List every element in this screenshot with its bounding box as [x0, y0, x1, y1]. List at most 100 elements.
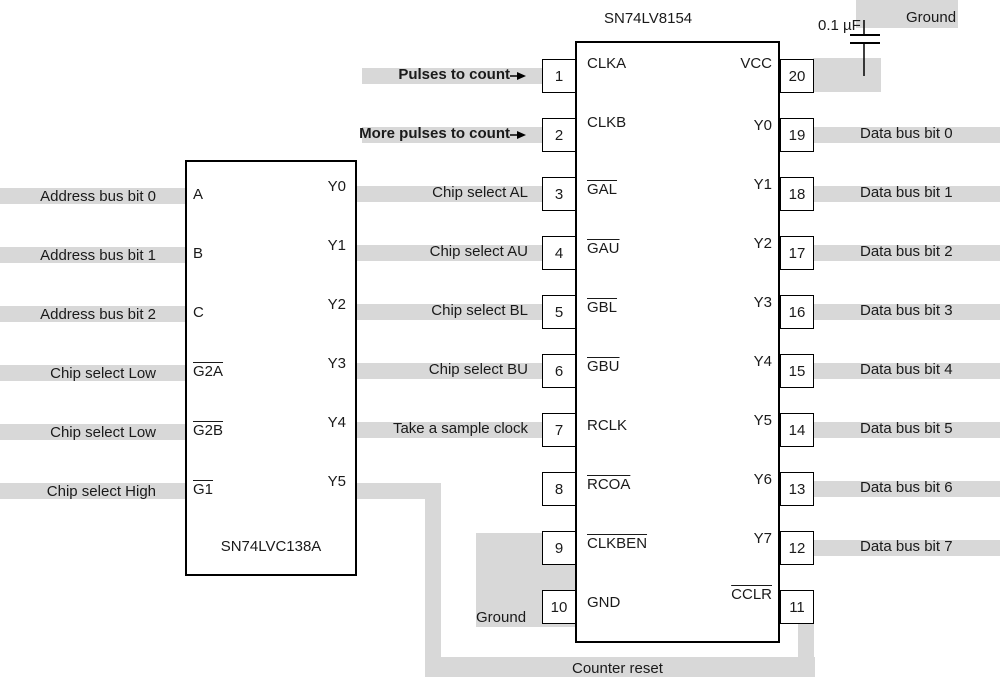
- decoder-input-signal-label: Chip select High: [46, 483, 156, 500]
- counter-pin-name: CLKA: [587, 55, 627, 72]
- ground-label: Ground: [476, 609, 527, 626]
- counter-pin-name: CLKB: [587, 114, 627, 131]
- decoder-output-name: Y2: [327, 296, 346, 313]
- counter-pin-name: RCOA: [587, 476, 631, 493]
- counter-input-signal-label: Chip select BL: [431, 302, 528, 319]
- chip-select-wire: [357, 186, 543, 202]
- counter-reset-wire: [357, 483, 441, 499]
- data-bus-wire: [813, 363, 1000, 379]
- counter-pin-name: GBU: [587, 358, 620, 375]
- data-bus-signal-label: Data bus bit 4: [860, 361, 953, 378]
- decoder-input-wire: [0, 424, 186, 440]
- decoder-input-wire: [0, 247, 186, 263]
- data-bus-signal-label: Data bus bit 3: [860, 302, 953, 319]
- counter-pin-number-box: 2: [542, 118, 576, 152]
- counter-pin-name: RCLK: [587, 417, 628, 434]
- signal-arrow-head: [517, 72, 526, 80]
- decoder-input-wire: [0, 306, 186, 322]
- counter-pin-name: Y0: [753, 117, 772, 134]
- data-bus-wire: [813, 245, 1000, 261]
- decoder-input-signal-label: Chip select Low: [50, 365, 156, 382]
- counter-pin-number-box: 16: [780, 295, 814, 329]
- decoder-input-wire: [0, 483, 186, 499]
- counter-pin-number-box: 19: [780, 118, 814, 152]
- chip-select-wire: [357, 304, 543, 320]
- counter-pin-name: Y3: [753, 294, 772, 311]
- counter-reset-wire: [425, 657, 815, 677]
- counter-pin-name: VCC: [740, 55, 772, 72]
- counter-input-wire: [362, 127, 543, 143]
- counter-pin-name: GAL: [587, 181, 618, 198]
- chip-select-wire: [357, 245, 543, 261]
- decoder-output-name: Y1: [327, 237, 346, 254]
- decoder-pin-name: G2A: [193, 363, 224, 380]
- decoder-pin-name: A: [193, 186, 204, 203]
- counter-pin-number-box: 3: [542, 177, 576, 211]
- decoder-output-name: Y3: [327, 355, 346, 372]
- decoder-output-name: Y5: [327, 473, 346, 490]
- data-bus-wire: [813, 186, 1000, 202]
- counter-reset-label: Counter reset: [572, 660, 663, 677]
- capacitor-value: 0.1 µF: [818, 17, 861, 34]
- counter-chip: [575, 41, 780, 643]
- counter-pin-number-box: 6: [542, 354, 576, 388]
- counter-input-signal-label: More pulses to count: [359, 125, 510, 142]
- counter-pin-name: Y7: [753, 530, 772, 547]
- data-bus-signal-label: Data bus bit 5: [860, 420, 953, 437]
- counter-pin-name: Y5: [753, 412, 772, 429]
- decoder-input-wire: [0, 365, 186, 381]
- counter-input-signal-label: Chip select AU: [429, 243, 528, 260]
- signal-arrow-head: [517, 131, 526, 139]
- counter-pin-name: Y1: [753, 176, 772, 193]
- counter-pin-name: GAU: [587, 240, 620, 257]
- counter-pin-number-box: 12: [780, 531, 814, 565]
- vcc-wire: [813, 58, 881, 92]
- counter-reset-wire: [425, 483, 441, 677]
- counter-reset-wire: [798, 620, 814, 677]
- counter-pin-number-box: 8: [542, 472, 576, 506]
- decoder-output-name: Y4: [327, 414, 346, 431]
- decoder-pin-name: C: [193, 304, 204, 321]
- decoder-pin-name: B: [193, 245, 204, 262]
- counter-pin-name: GBL: [587, 299, 618, 316]
- data-bus-wire: [813, 540, 1000, 556]
- chip-select-wire: [357, 363, 543, 379]
- data-bus-signal-label: Data bus bit 6: [860, 479, 953, 496]
- counter-pin-name: Y4: [753, 353, 772, 370]
- counter-pin-number-box: 5: [542, 295, 576, 329]
- decoder-pin-name: G1: [193, 481, 214, 498]
- data-bus-wire: [813, 422, 1000, 438]
- data-bus-wire: [813, 481, 1000, 497]
- counter-chip-name: SN74LV8154: [604, 10, 693, 27]
- counter-pin-number-box: 7: [542, 413, 576, 447]
- counter-input-signal-label: Chip select BU: [428, 361, 528, 378]
- counter-pin-number-box: 17: [780, 236, 814, 270]
- decoder-pin-name: G2B: [193, 422, 224, 439]
- counter-pin-number-box: 11: [780, 590, 814, 624]
- counter-input-signal-label: Take a sample clock: [392, 420, 528, 437]
- counter-pin-number-box: 15: [780, 354, 814, 388]
- decoder-chip-name: SN74LVC138A: [220, 538, 322, 555]
- counter-pin-number-box: 18: [780, 177, 814, 211]
- counter-pin-number-box: 14: [780, 413, 814, 447]
- decoder-input-signal-label: Address bus bit 2: [40, 306, 156, 323]
- capacitor-ground-label: Ground: [906, 9, 957, 26]
- decoder-chip: SN74LVC138A: [185, 160, 357, 576]
- data-bus-wire: [813, 127, 1000, 143]
- counter-pin-name: Y6: [753, 471, 772, 488]
- decoder-input-signal-label: Chip select Low: [50, 424, 156, 441]
- counter-pin-name: CCLR: [731, 586, 772, 603]
- decoder-input-signal-label: Address bus bit 1: [40, 247, 156, 264]
- chip-select-wire: [357, 422, 543, 438]
- counter-pin-number-box: 10: [542, 590, 576, 624]
- data-bus-signal-label: Data bus bit 1: [860, 184, 953, 201]
- counter-input-wire: [362, 68, 543, 84]
- counter-pin-number-box: 1: [542, 59, 576, 93]
- data-bus-wire: [813, 304, 1000, 320]
- counter-pin-name: GND: [587, 594, 621, 611]
- data-bus-signal-label: Data bus bit 2: [860, 243, 953, 260]
- ground-connection-top: [856, 0, 958, 28]
- counter-pin-name: CLKBEN: [587, 535, 648, 552]
- counter-pin-number-box: 13: [780, 472, 814, 506]
